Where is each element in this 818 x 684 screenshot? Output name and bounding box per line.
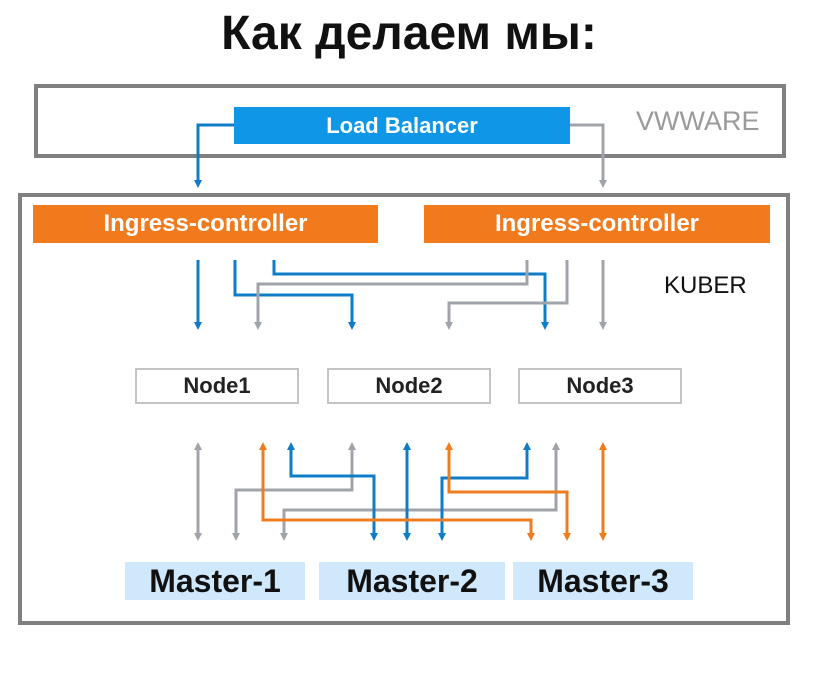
ingress-left-to-node3-arrow — [272, 260, 549, 330]
vmware-label: VWWARE — [636, 106, 760, 136]
master-2: Master-2 — [319, 562, 505, 600]
ingress-right-to-node1-arrow — [254, 260, 529, 330]
page-title: Как делаем мы: — [221, 7, 597, 60]
ingress-left-to-node2-arrow — [233, 260, 356, 330]
node-1: Node1 — [135, 368, 299, 404]
ingress-controller-left: Ingress-controller — [33, 205, 378, 243]
node2-master3-link — [445, 442, 571, 541]
ingress-controller-right: Ingress-controller — [424, 205, 770, 243]
node-3: Node3 — [518, 368, 682, 404]
lb-to-right-ingress-arrow — [570, 123, 607, 188]
load-balancer-box: Load Balancer — [234, 107, 570, 144]
lb-to-left-ingress-arrow — [194, 123, 234, 188]
master-1: Master-1 — [125, 562, 305, 600]
kuber-frame — [18, 193, 790, 625]
master-3: Master-3 — [513, 562, 693, 600]
vmware-frame — [34, 84, 786, 158]
node2-master1-link — [232, 442, 356, 541]
kuber-label: KUBER — [664, 272, 747, 299]
ingress-right-to-node2-arrow — [445, 260, 569, 330]
node-2: Node2 — [327, 368, 491, 404]
